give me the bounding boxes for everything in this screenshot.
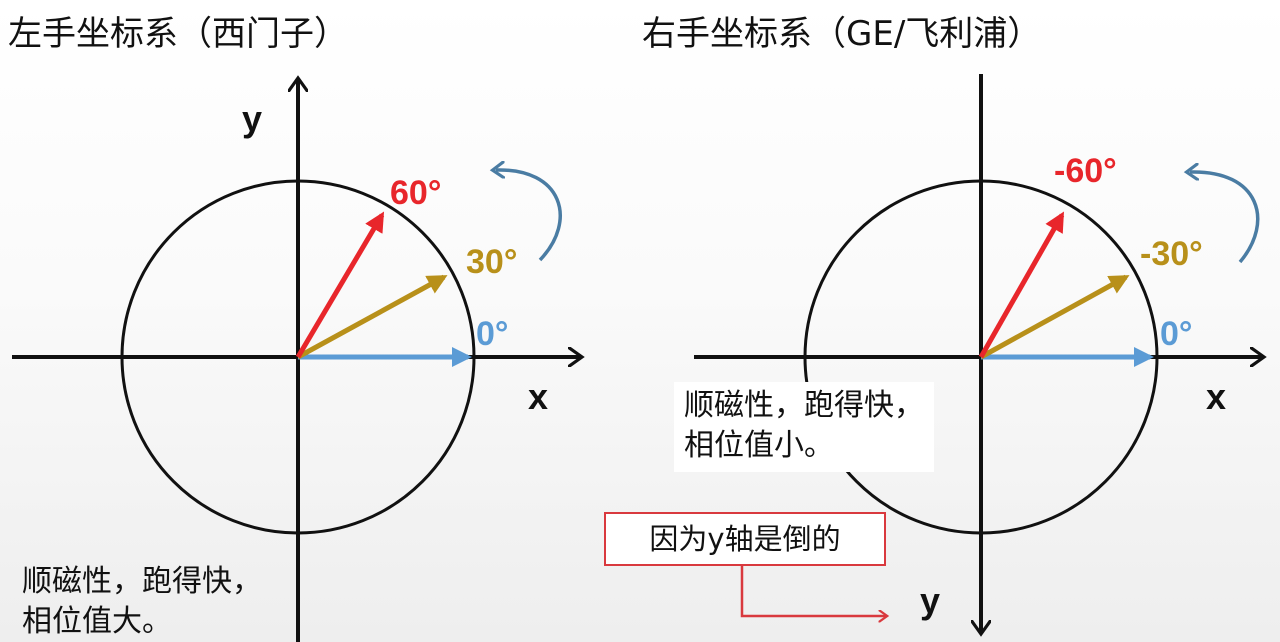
left-angle-label-30: 30° <box>466 243 518 281</box>
right-note: 顺磁性，跑得快， 相位值小。 <box>674 382 934 472</box>
left-panel-title: 左手坐标系（西门子） <box>8 14 348 54</box>
left-angle-label-60: 60° <box>390 174 442 212</box>
left-note: 顺磁性，跑得快， 相位值大。 <box>22 562 262 642</box>
left-angle-label-0: 0° <box>476 315 509 353</box>
right-angle-label-0: 0° <box>1160 315 1193 353</box>
left-x-axis-label: x <box>528 376 549 417</box>
left-vector-30deg <box>296 274 448 360</box>
right-x-axis-label: x <box>1206 376 1227 417</box>
right-y-axis-label: y <box>920 580 941 621</box>
left-note-line-2: 相位值大。 <box>22 604 172 639</box>
right-vector-minus60deg <box>978 211 1065 359</box>
right-panel-title: 右手坐标系（GE/飞利浦） <box>642 14 1042 54</box>
left-y-axis-label: y <box>242 98 263 139</box>
right-angle-label-minus60: -60° <box>1054 152 1117 190</box>
right-note-line-2: 相位值小。 <box>684 428 834 463</box>
left-rotation-arrow <box>496 170 562 262</box>
right-note-line-1: 顺磁性，跑得快， <box>684 388 924 423</box>
left-coordinate-system <box>12 80 580 642</box>
callout-pointer-arrow <box>740 566 886 616</box>
right-vector-minus30deg <box>979 274 1130 360</box>
right-angle-label-minus30: -30° <box>1140 235 1203 273</box>
left-note-line-1: 顺磁性，跑得快， <box>22 564 262 599</box>
right-coordinate-system <box>694 74 1262 632</box>
left-vector-60deg <box>295 211 385 359</box>
y-axis-inverted-callout: 因为y轴是倒的 <box>604 512 886 566</box>
right-rotation-arrow <box>1190 172 1260 264</box>
